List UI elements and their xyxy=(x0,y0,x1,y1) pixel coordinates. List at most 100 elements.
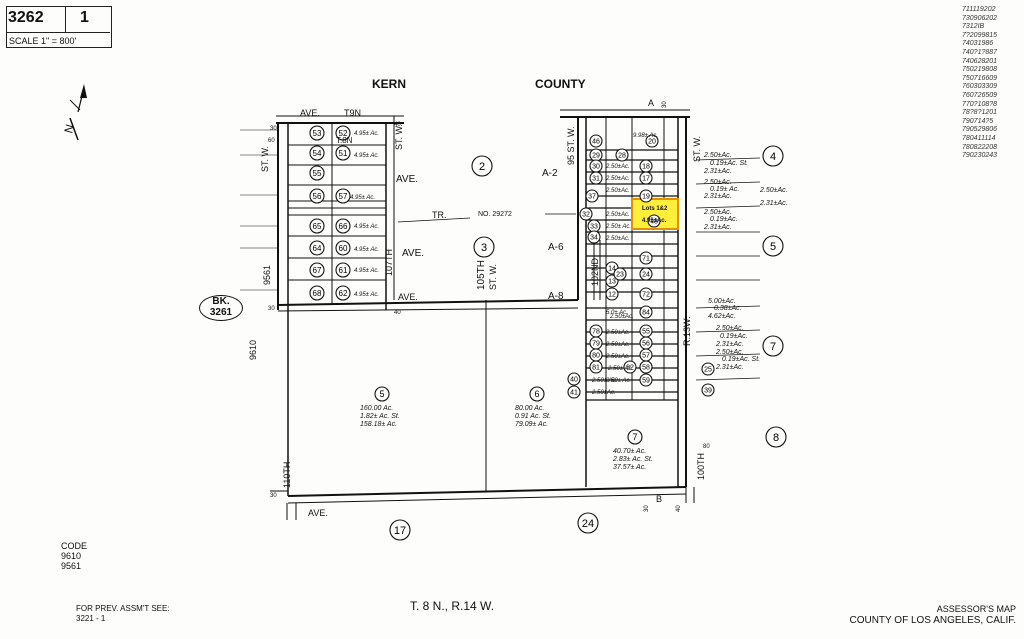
parcel-71-label: 71 xyxy=(642,256,650,263)
parcel-66-circle[interactable] xyxy=(335,218,351,234)
section-3-circle[interactable] xyxy=(473,236,495,258)
assessor-title: ASSESSOR'S MAP xyxy=(936,604,1016,614)
section-7-label: 7 xyxy=(770,341,776,353)
parcel-72-circle[interactable] xyxy=(639,287,653,301)
parcel-6-circle[interactable] xyxy=(529,386,545,402)
parcel-19-circle[interactable] xyxy=(639,189,653,203)
parcel-64-circle[interactable] xyxy=(309,240,325,256)
right-annotation: 0.19± Ac. xyxy=(710,186,739,193)
parcel-62-circle[interactable] xyxy=(335,285,351,301)
parcel-6-acreage: 79.09± Ac. xyxy=(515,421,548,428)
parcel-46-circle[interactable] xyxy=(589,134,603,148)
street-95th-st-w: 95 ST. W. xyxy=(566,126,576,165)
parcel-55-label: 55 xyxy=(642,329,650,336)
parcel-34-circle[interactable] xyxy=(587,230,601,244)
parcel-41-circle[interactable] xyxy=(567,385,581,399)
street-100th: 100TH xyxy=(696,453,706,480)
county-label-kern: KERN xyxy=(372,77,406,91)
parcel-57-label: 57 xyxy=(642,353,650,360)
parcel-24-circle[interactable] xyxy=(639,267,653,281)
section-2-circle[interactable] xyxy=(471,155,493,177)
section-17-circle[interactable] xyxy=(389,519,411,541)
section-24-label: 24 xyxy=(582,518,594,530)
parcel-right-acreage: 2.50±Ac. xyxy=(605,164,630,170)
reference-number: 740628201 xyxy=(962,57,998,65)
parcel-58-circle[interactable] xyxy=(639,360,653,374)
parcel-61-circle[interactable] xyxy=(335,262,351,278)
parcel-60-circle[interactable] xyxy=(335,240,351,256)
parcel-5-circle[interactable] xyxy=(374,386,390,402)
county-label-county: COUNTY xyxy=(535,77,586,91)
parcel-29-label: 29 xyxy=(592,153,600,160)
parcel-right-acreage: 2.50± Ac. xyxy=(607,366,633,372)
parcel-20-circle[interactable] xyxy=(645,134,659,148)
parcel-56-circle[interactable] xyxy=(309,188,325,204)
section-4-circle[interactable] xyxy=(762,145,784,167)
reference-number: 730906202 xyxy=(962,14,998,22)
section-7-circle[interactable] xyxy=(762,335,784,357)
parcel-30-label: 30 xyxy=(592,164,600,171)
parcel-40-circle[interactable] xyxy=(567,372,581,386)
parcel-51-circle[interactable] xyxy=(335,145,351,161)
book-ref-line2: 3261 xyxy=(209,307,233,318)
parcel-82-circle[interactable] xyxy=(623,360,637,374)
parcel-7-circle[interactable] xyxy=(627,429,643,445)
section-2-label: 2 xyxy=(479,161,485,173)
parcel-39-circle[interactable] xyxy=(701,383,715,397)
dimension: 30 xyxy=(270,493,277,499)
parcel-41-label: 41 xyxy=(570,390,578,397)
parcel-81-label: 81 xyxy=(592,365,600,372)
dimension: 30 xyxy=(662,101,668,108)
right-annotation: 0.19±Ac. St. xyxy=(710,160,748,167)
parcel-65-circle[interactable] xyxy=(309,218,325,234)
parcel-12-circle[interactable] xyxy=(605,287,619,301)
parcel-68-circle[interactable] xyxy=(309,285,325,301)
parcel-37-circle[interactable] xyxy=(585,189,599,203)
right-annotation: 2.50±Ac. xyxy=(703,209,732,216)
parcel-59-circle[interactable] xyxy=(639,373,653,387)
highlight-lots-label: Lots 1&2 xyxy=(642,206,668,212)
parcel-79-label: 79 xyxy=(592,341,600,348)
book-reference-circle[interactable]: BK. 3261 xyxy=(199,295,243,321)
parcel-31-circle[interactable] xyxy=(589,171,603,185)
parcel-left-acreage: 4.95± Ac. xyxy=(354,131,379,137)
map-title-block: ASSESSOR'S MAP COUNTY OF LOS ANGELES, CA… xyxy=(826,603,1016,627)
street-a-2: A-2 xyxy=(542,168,558,179)
dimension: 40 xyxy=(676,505,682,512)
previous-assessment-note: FOR PREV. ASSM'T SEE: 3221 - 1 xyxy=(76,604,170,624)
parcel-59-label: 59 xyxy=(642,378,650,385)
parcel-23-circle[interactable] xyxy=(613,267,627,281)
parcel-left-acreage: 4.95± Ac. xyxy=(354,247,379,253)
header-divider xyxy=(65,6,66,32)
code-9561-vertical: 9561 xyxy=(262,265,272,285)
street-st-w-left: ST. W. xyxy=(260,146,270,172)
right-annotation: 0.38±Ac. xyxy=(714,305,742,312)
street-105th: 105TH xyxy=(476,260,487,290)
parcel-57-circle[interactable] xyxy=(335,188,351,204)
parcel-71-circle[interactable] xyxy=(639,251,653,265)
parcel-32-circle[interactable] xyxy=(579,207,593,221)
parcel-17-circle[interactable] xyxy=(639,171,653,185)
parcel-65-label: 65 xyxy=(313,222,322,231)
parcel-54-circle[interactable] xyxy=(309,145,325,161)
section-5-circle[interactable] xyxy=(762,235,784,257)
reference-number: 78?8?1201 xyxy=(962,109,998,117)
reference-number: 750219808 xyxy=(962,66,998,74)
parcel-53-circle[interactable] xyxy=(309,125,325,141)
parcel-left-acreage: 4.95± Ac. xyxy=(350,195,375,201)
section-8-circle[interactable] xyxy=(765,426,787,448)
parcel-right-acreage: 2.50±Ac. xyxy=(605,342,630,348)
parcel-46-label: 46 xyxy=(592,139,600,146)
parcel-81-circle[interactable] xyxy=(589,360,603,374)
parcel-84-circle[interactable] xyxy=(639,305,653,319)
section-24-circle[interactable] xyxy=(577,512,599,534)
parcel-52-circle[interactable] xyxy=(335,125,351,141)
right-annotation: 2.50±Ac. xyxy=(703,152,732,159)
parcel-28-circle[interactable] xyxy=(615,148,629,162)
parcel-55-circle[interactable] xyxy=(309,165,325,181)
parcel-25-circle[interactable] xyxy=(701,362,715,376)
township-t9n: T9N xyxy=(344,108,361,118)
parcel-67-circle[interactable] xyxy=(309,262,325,278)
parcel-48-circle[interactable] xyxy=(647,214,661,228)
parcel-72-label: 72 xyxy=(642,292,650,299)
